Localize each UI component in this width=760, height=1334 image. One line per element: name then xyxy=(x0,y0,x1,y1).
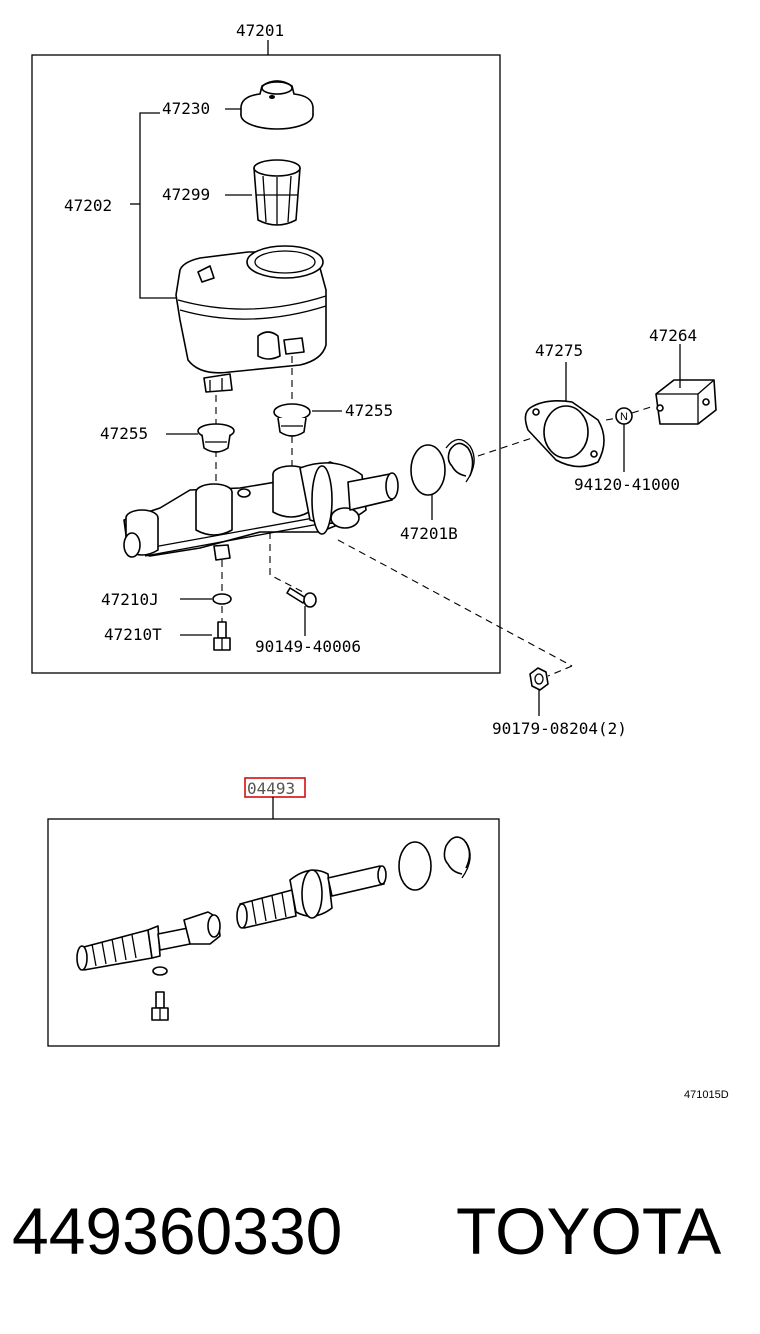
label-cap[interactable]: 47230 xyxy=(162,99,210,118)
reservoir-cap xyxy=(240,80,314,130)
label-union-gasket[interactable]: 47210J xyxy=(101,590,159,609)
union-bolt xyxy=(213,621,231,651)
master-cylinder-body xyxy=(123,461,399,561)
footer-part-number: 449360330 xyxy=(12,1194,342,1268)
label-union-bolt[interactable]: 47210T xyxy=(104,625,162,644)
kit-frame xyxy=(47,818,500,1047)
screw xyxy=(286,587,317,608)
label-screw[interactable]: 90149-40006 xyxy=(255,637,361,656)
kit-union-bolt xyxy=(151,991,169,1021)
grommet-right xyxy=(273,403,311,437)
label-kit[interactable]: 04493 xyxy=(247,779,295,798)
label-strainer[interactable]: 47299 xyxy=(162,185,210,204)
kit-front-piston xyxy=(76,911,221,971)
kit-union-gasket xyxy=(152,966,168,976)
kit-highlight-box xyxy=(244,777,306,798)
snap-ring xyxy=(447,442,474,477)
label-check-valve[interactable]: 47264 xyxy=(649,326,697,345)
reservoir-body xyxy=(175,245,327,393)
label-reservoir[interactable]: 47202 xyxy=(64,196,112,215)
nut xyxy=(529,667,549,691)
kit-rear-piston xyxy=(236,865,387,929)
n-marker-text: N xyxy=(620,411,628,423)
label-grommet-right[interactable]: 47255 xyxy=(345,401,393,420)
label-assembly[interactable]: 47201 xyxy=(236,21,284,40)
o-ring xyxy=(410,444,446,496)
label-gasket[interactable]: 47275 xyxy=(535,341,583,360)
grommet-left xyxy=(197,423,235,453)
label-grommet-left[interactable]: 47255 xyxy=(100,424,148,443)
footer-brand: TOYOTA xyxy=(456,1194,721,1268)
union-gasket xyxy=(212,593,232,605)
reservoir-strainer xyxy=(253,159,301,226)
assembly-frame xyxy=(31,54,501,674)
label-oring[interactable]: 47201B xyxy=(400,524,458,543)
label-nut[interactable]: 90179-08204(2) xyxy=(492,719,627,738)
check-valve xyxy=(655,379,717,425)
gasket xyxy=(524,400,605,468)
figure-code: 471015D xyxy=(684,1089,729,1101)
label-nipple-bolt[interactable]: 94120-41000 xyxy=(574,475,680,494)
kit-o-ring xyxy=(398,841,432,891)
